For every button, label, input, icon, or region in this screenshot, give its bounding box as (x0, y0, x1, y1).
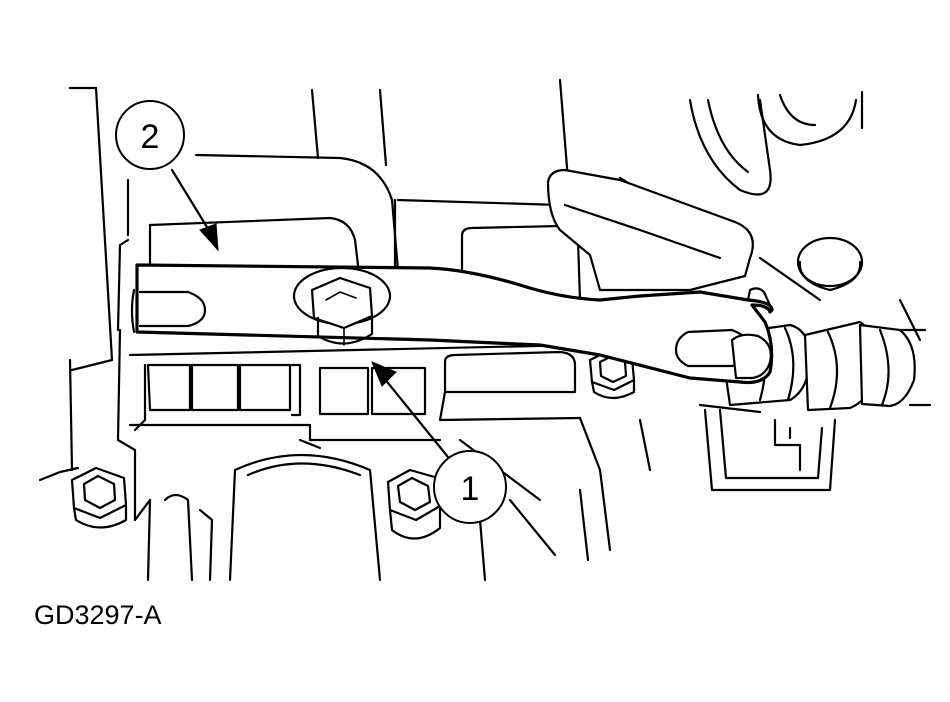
pivot-bolt (292, 266, 392, 346)
figure-reference-code: GD3297-A (34, 600, 162, 630)
callout-1-label: 1 (461, 470, 480, 508)
leader-line-1 (371, 361, 454, 464)
leader-line-2 (170, 168, 219, 252)
callout-2-label: 2 (141, 118, 160, 156)
callout-1: 1 (433, 450, 507, 524)
housing-bolt-left (70, 466, 128, 529)
transmission-housing (38, 78, 922, 582)
callout-2: 2 (115, 100, 185, 170)
housing-bolt-lower (386, 468, 442, 540)
